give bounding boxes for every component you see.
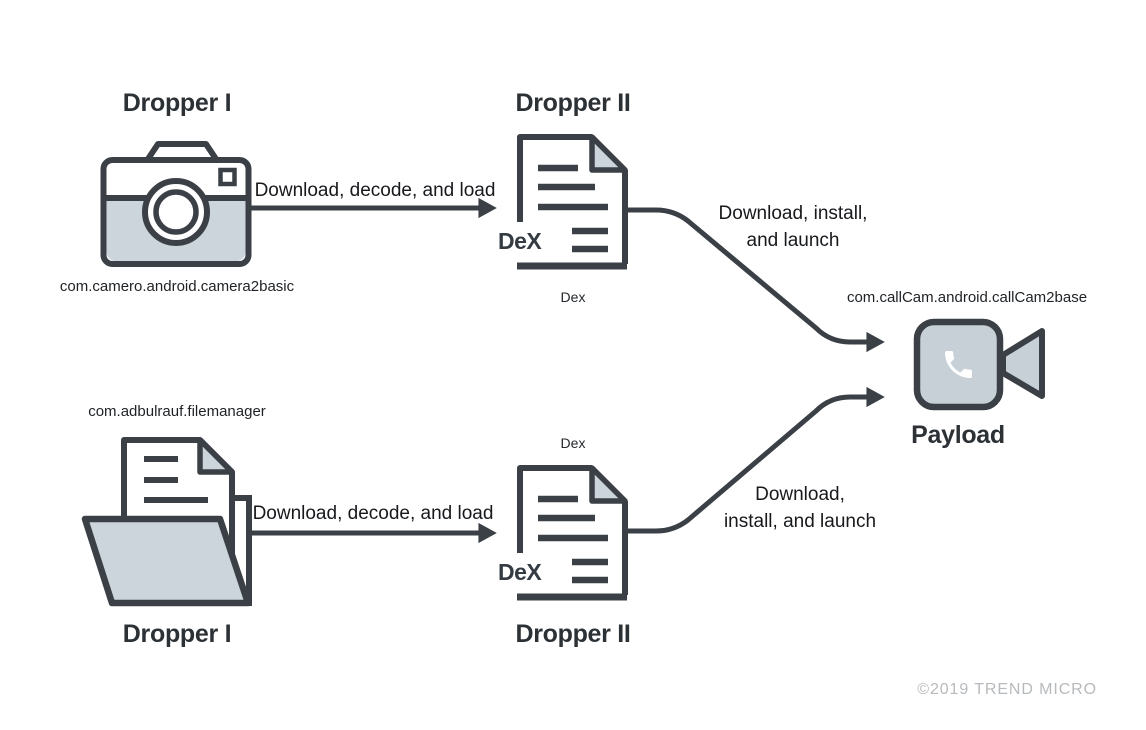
bottom-install-arrow-label: Download, install, and launch (724, 481, 876, 535)
video-call-payload-icon (913, 318, 1045, 411)
bottom-dropper1-title: Dropper I (122, 620, 232, 648)
file-manager-icon (81, 437, 252, 607)
arrow-top-install (627, 207, 885, 353)
arrow-bottom-install (627, 386, 885, 534)
top-load-arrow-label: Download, decode, and load (254, 180, 496, 201)
bottom-install-label-line1: Download, (755, 484, 845, 505)
bottom-dropper1-package: com.adbulrauf.filemanager (88, 403, 266, 420)
payload-title: Payload (911, 421, 1005, 449)
top-dex-caption: Dex (560, 289, 586, 305)
phone-handset-icon (945, 351, 972, 378)
bottom-load-arrow-label: Download, decode, and load (252, 503, 494, 524)
payload-package: com.callCam.android.callCam2base (846, 289, 1088, 306)
bottom-install-label-line2: install, and launch (723, 511, 877, 532)
camera-icon (100, 141, 252, 267)
top-install-label-line1: Download, install, (718, 203, 868, 224)
top-dex-overlay-label: DeX (498, 228, 542, 254)
bottom-dropper2-title: Dropper II (515, 620, 631, 648)
dex-document-icon (517, 134, 628, 270)
bottom-dex-overlay-label: DeX (498, 559, 542, 585)
top-install-label-line2: and launch (746, 230, 840, 251)
copyright-notice: ©2019 TREND MICRO (917, 681, 1097, 698)
bottom-dex-caption: Dex (560, 435, 586, 451)
dex-document-icon (517, 465, 628, 601)
top-install-arrow-label: Download, install, and launch (719, 200, 868, 254)
top-dropper1-package: com.camero.android.camera2basic (59, 278, 295, 295)
top-dropper1-title: Dropper I (122, 89, 232, 117)
top-dropper2-title: Dropper II (515, 89, 631, 117)
